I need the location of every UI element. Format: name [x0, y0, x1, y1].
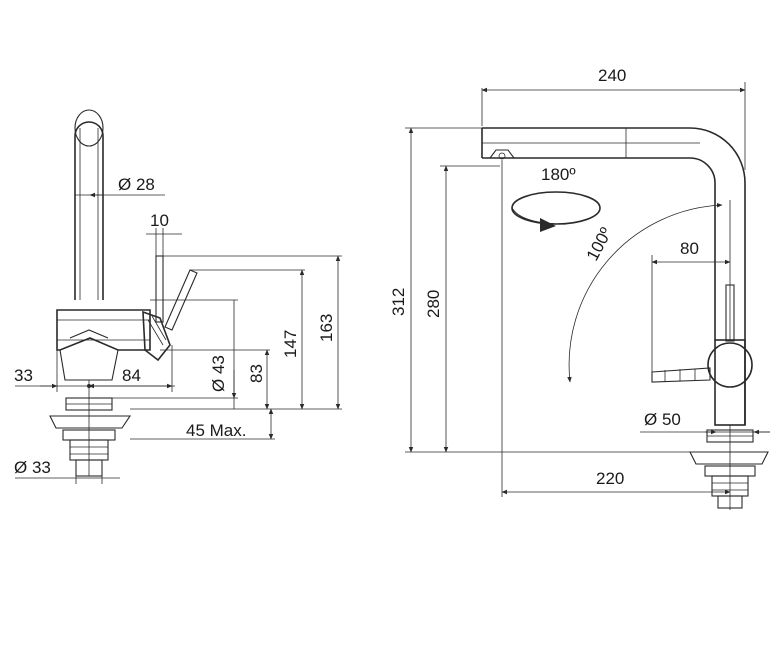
dim-front-outlet-reach: 220 — [596, 469, 624, 488]
lever-angle-arc — [567, 202, 723, 383]
dim-side-fixing-diameter: Ø 33 — [14, 458, 51, 477]
front-spout — [481, 127, 746, 425]
front-fixing — [689, 425, 769, 510]
dim-front-spout-length: 240 — [598, 66, 626, 85]
rotation-symbol — [511, 191, 601, 232]
front-body — [651, 284, 753, 426]
dim-front-rotation: 180º — [541, 165, 576, 184]
front-dimensions — [405, 82, 770, 497]
front-view: 240 180º 100º 80 312 280 Ø 50 220 — [389, 66, 770, 510]
side-spout — [74, 109, 104, 300]
dim-front-lever-reach: 80 — [680, 239, 699, 258]
dim-front-base-diameter: Ø 50 — [644, 410, 681, 429]
side-view: Ø 28 10 33 84 Ø 43 83 147 163 45 Max. Ø … — [14, 109, 342, 484]
side-body — [56, 255, 198, 381]
dim-side-body-diameter: Ø 43 — [209, 355, 228, 392]
dim-front-lever-angle: 100º — [583, 224, 616, 263]
dim-side-total-height: 163 — [317, 314, 336, 342]
dim-front-total-height: 312 — [389, 288, 408, 316]
dim-side-spout-diameter: Ø 28 — [118, 175, 155, 194]
side-dimensions — [15, 192, 342, 484]
side-fixing — [49, 380, 132, 477]
dim-side-outlet-height: 147 — [281, 330, 300, 358]
dim-side-lever-width: 10 — [150, 211, 169, 230]
dim-side-left-offset: 33 — [14, 366, 33, 385]
dim-side-max-deck: 45 Max. — [186, 421, 246, 440]
dim-side-lever-height: 83 — [247, 364, 266, 383]
dim-side-reach: 84 — [122, 366, 141, 385]
dim-front-outlet-height: 280 — [424, 290, 443, 318]
